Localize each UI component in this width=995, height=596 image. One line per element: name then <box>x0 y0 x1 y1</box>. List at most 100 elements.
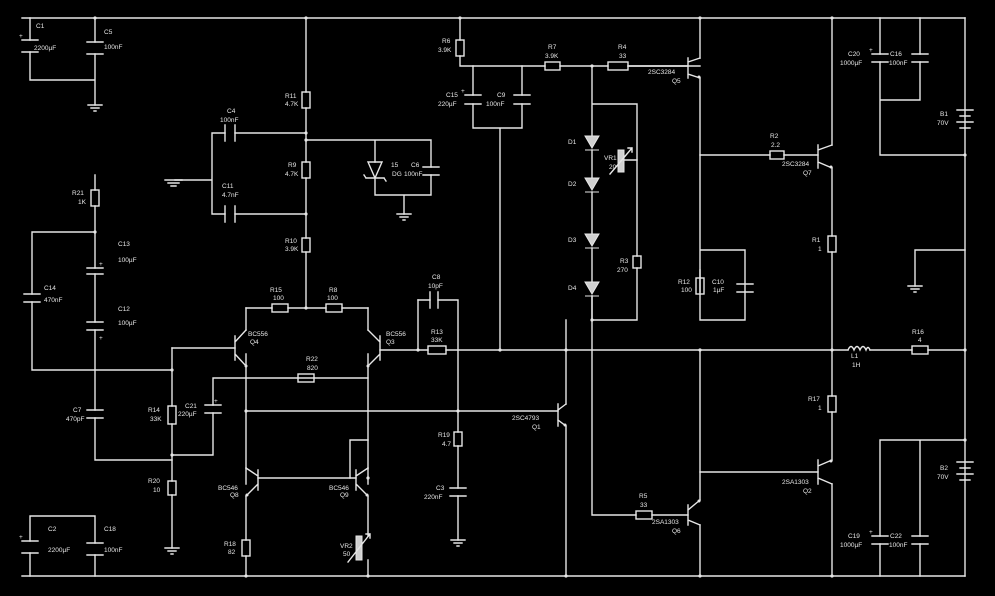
label-c4-name: C4 <box>227 108 236 115</box>
label-b2-value: 70V <box>937 474 949 481</box>
potentiometers <box>347 147 633 563</box>
label-r3-name: R3 <box>620 258 629 265</box>
label-r11-name: R11 <box>285 93 297 100</box>
label-r22-name: R22 <box>306 356 318 363</box>
label-vr2-name: VR2 <box>340 543 353 550</box>
resistor-r13 <box>427 345 447 355</box>
batteries <box>956 109 974 481</box>
transistor-q1 <box>557 403 567 427</box>
transistor-q8 <box>245 467 259 497</box>
label-c18-value: 100nF <box>104 547 122 554</box>
ground-symbols <box>87 104 923 555</box>
label-r3-value: 270 <box>617 267 628 274</box>
diode-d2 <box>584 177 600 193</box>
resistor-r11 <box>301 91 311 109</box>
transistors <box>234 57 833 526</box>
label-c15-name: C15 <box>446 92 458 99</box>
label-c1-value: 2200µF <box>34 45 56 52</box>
label-r11-value: 4.7K <box>285 101 299 108</box>
label-r20-value: 10 <box>153 487 161 494</box>
resistor-r8 <box>325 303 343 313</box>
label-r13-value: 33K <box>431 337 443 344</box>
polarity-marks: + + + + + + + + <box>19 33 873 541</box>
label-q3-value: BC556 <box>386 331 406 338</box>
battery-b1 <box>956 109 974 129</box>
label-r15-value: 100 <box>273 295 284 302</box>
label-r6-value: 3.9K <box>438 47 452 54</box>
capacitor-c22 <box>911 535 929 545</box>
label-r4-name: R4 <box>618 44 627 51</box>
label-r9-value: 4.7K <box>285 171 299 178</box>
capacitor-c19 <box>871 535 889 545</box>
label-c2-name: C2 <box>48 526 57 533</box>
label-d3: D3 <box>568 237 577 244</box>
label-q9-value: BC546 <box>329 485 349 492</box>
inductor-l1 <box>847 345 871 352</box>
label-c11-value: 4.7nF <box>222 192 239 199</box>
label-c22-value: 100nF <box>889 542 907 549</box>
label-c7-name: C7 <box>73 407 82 414</box>
label-r19-value: 4.7 <box>442 441 451 448</box>
capacitor-c5 <box>86 41 104 55</box>
svg-text:+: + <box>869 47 873 54</box>
label-c13-name: C13 <box>118 241 130 248</box>
label-r22-value: 820 <box>307 365 318 372</box>
label-b2-name: B2 <box>940 465 948 472</box>
svg-text:+: + <box>19 534 23 541</box>
resistor-r1 <box>827 235 837 253</box>
capacitor-c16 <box>911 53 929 63</box>
label-q1-name: Q1 <box>532 424 541 431</box>
capacitor-c3 <box>449 487 467 497</box>
label-c7-value: 470pF <box>66 416 84 423</box>
transistor-q4 <box>234 329 248 368</box>
capacitor-c1 <box>21 39 39 53</box>
label-r16-name: R16 <box>912 329 924 336</box>
label-r5-value: 33 <box>640 502 648 509</box>
label-c4-value: 100nF <box>220 117 238 124</box>
transistor-q2 <box>817 459 833 485</box>
label-c21-name: C21 <box>185 403 197 410</box>
label-c11-name: C11 <box>222 183 234 190</box>
resistor-r9 <box>301 161 311 179</box>
svg-text:+: + <box>461 88 465 95</box>
label-c9-name: C9 <box>497 92 506 99</box>
capacitor-c10 <box>736 283 754 293</box>
label-r8-value: 100 <box>327 295 338 302</box>
label-c22-name: C22 <box>890 533 902 540</box>
label-vr2-value: 50 <box>343 551 351 558</box>
label-b1-name: B1 <box>940 111 948 118</box>
capacitor-c13 <box>86 267 104 275</box>
capacitor-c20 <box>871 53 889 63</box>
label-c15-value: 220µF <box>438 101 457 108</box>
label-q5-name: Q5 <box>672 78 681 85</box>
svg-text:+: + <box>214 398 218 405</box>
resistor-r17 <box>827 395 837 413</box>
label-c8-value: 10pF <box>428 283 443 290</box>
label-r17-name: R17 <box>808 396 820 403</box>
label-c18-name: C18 <box>104 526 116 533</box>
resistors <box>90 39 929 557</box>
label-c6-value: 100nF <box>404 171 422 178</box>
transistor-q5 <box>627 57 701 79</box>
label-c20-name: C20 <box>848 51 860 58</box>
label-r19-name: R19 <box>438 432 450 439</box>
label-r1-name: R1 <box>812 237 821 244</box>
capacitor-c11 <box>224 205 236 223</box>
label-c16-value: 100nF <box>889 60 907 67</box>
label-c3-name: C3 <box>436 485 445 492</box>
resistor-r10 <box>301 237 311 253</box>
transistor-q9 <box>355 467 369 497</box>
diodes <box>363 135 600 297</box>
label-r16-value: 4 <box>918 337 922 344</box>
resistor-r20 <box>167 480 177 496</box>
label-c14-value: 470nF <box>44 297 62 304</box>
label-r18-value: 82 <box>228 549 236 556</box>
resistor-r5 <box>635 510 653 520</box>
battery-b2 <box>956 461 974 481</box>
resistor-r19 <box>453 431 463 447</box>
capacitor-c18 <box>86 542 104 556</box>
label-l1-value: 1H <box>852 362 861 369</box>
capacitor-c12 <box>86 321 104 331</box>
label-r9-name: R9 <box>288 162 297 169</box>
